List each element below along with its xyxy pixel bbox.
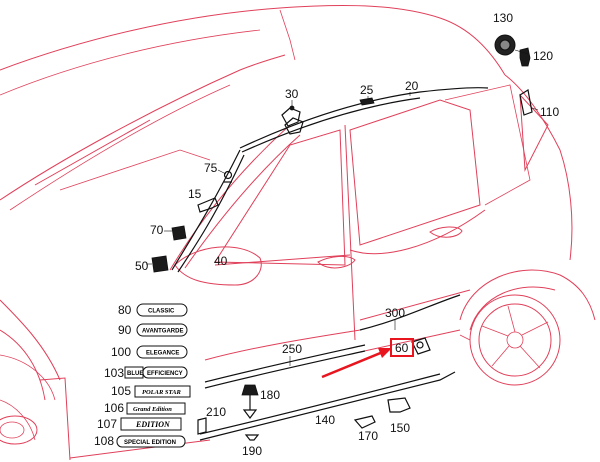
bracket-70 (171, 225, 187, 241)
badge-list: 80 CLASSIC 90 AVANTGARDE 100 ELEGANCE 10… (94, 303, 191, 448)
callout-250: 250 (282, 342, 302, 356)
badge-polar-star: POLAR STAR (142, 389, 181, 396)
callout-60: 60 (395, 341, 409, 355)
clip-60 (411, 337, 431, 355)
callout-190: 190 (242, 444, 262, 458)
highlight-annotation (321, 338, 414, 379)
callout-105: 105 (111, 384, 131, 398)
car-outline (0, 4, 596, 461)
a-pillar-trim (171, 149, 241, 271)
clip-170 (353, 415, 376, 429)
clip-190 (244, 434, 260, 441)
callout-30: 30 (285, 87, 299, 101)
callout-110: 110 (540, 105, 559, 119)
callout-140: 140 (315, 413, 335, 427)
badge-blue: BLUE (127, 371, 143, 377)
callout-75: 75 (204, 161, 218, 175)
trim-clip (197, 197, 219, 213)
callout-106: 106 (104, 401, 124, 415)
end-cap (197, 417, 207, 435)
parts (151, 34, 533, 441)
callout-90: 90 (118, 323, 132, 337)
callout-40: 40 (214, 254, 228, 268)
callout-20: 20 (405, 79, 419, 93)
clip-part (359, 97, 375, 106)
badge-classic: CLASSIC (148, 309, 175, 315)
bracket-50 (151, 255, 169, 273)
badge-avantgarde: AVANTGARDE (142, 329, 183, 335)
callout-120: 120 (533, 49, 553, 63)
callout-70: 70 (150, 223, 164, 237)
rear-door-strip (359, 294, 461, 331)
rear-clip (519, 47, 531, 67)
badge-efficiency: EFFICIENCY (147, 371, 183, 377)
badge-elegance: ELEGANCE (146, 351, 179, 357)
badge-grand-edition: Grand Edition (133, 406, 172, 413)
rear-trim (519, 89, 533, 116)
callouts: 130 120 110 30 25 20 75 15 70 50 40 300 … (135, 11, 559, 458)
front-door-strip (204, 344, 366, 383)
badge-edition: EDITION (135, 420, 171, 429)
callout-107: 107 (97, 417, 117, 431)
callout-80: 80 (118, 303, 132, 317)
screw-part (223, 170, 233, 183)
callout-130: 130 (493, 11, 513, 25)
callout-15: 15 (188, 187, 202, 201)
roof-trim-strip (239, 87, 489, 149)
grommet-part (494, 34, 516, 56)
callout-300: 300 (385, 306, 405, 320)
callout-108: 108 (94, 434, 114, 448)
sill-strip (199, 371, 456, 441)
callout-180: 180 (260, 388, 280, 402)
highlight-box (390, 338, 414, 357)
callout-100: 100 (111, 345, 131, 359)
callout-103: 103 (104, 366, 124, 380)
clip-150 (387, 397, 411, 413)
push-clip (241, 384, 259, 419)
callout-210: 210 (206, 405, 226, 419)
callout-170: 170 (358, 429, 378, 443)
callout-150: 150 (390, 421, 410, 435)
leader-lines (146, 49, 539, 366)
callout-25: 25 (360, 83, 374, 97)
badge-special-edition: SPECIAL EDITION (124, 440, 176, 446)
callout-50: 50 (135, 259, 149, 273)
